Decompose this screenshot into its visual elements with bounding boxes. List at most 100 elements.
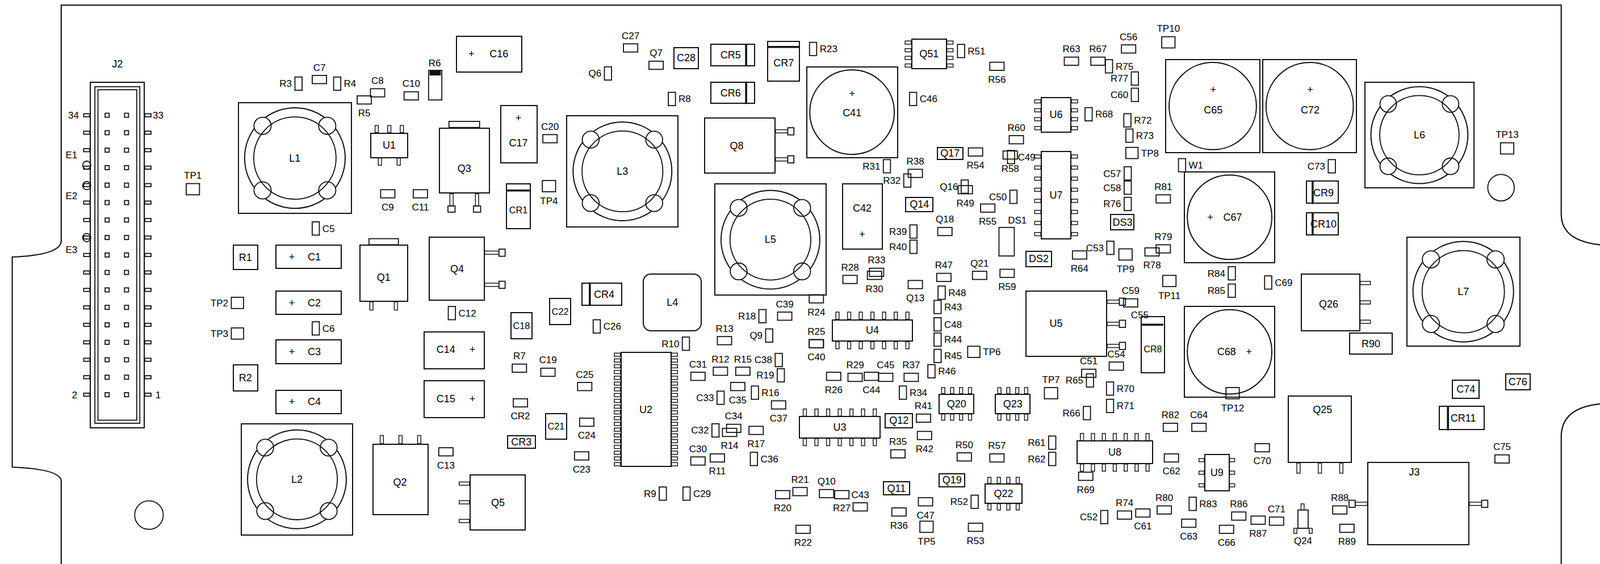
reference-designator: Q10 [817,476,836,487]
diode-band [744,81,748,105]
component-pin [987,477,992,484]
component-outline: CR5 [710,43,756,67]
header-lead [144,131,152,134]
component-outline: L7 [1406,236,1521,347]
component-outline: C15+ [423,380,485,418]
reference-designator: R57 [987,441,1006,451]
designator: L4 [666,297,678,308]
footprint [1123,299,1138,308]
reference-designator: C59 [1121,286,1140,296]
component-pin [905,312,910,320]
reference-designator: R79 [1154,231,1172,242]
component-pin [1229,483,1235,488]
reference-designator: TP9 [1116,264,1135,275]
footprint [1135,509,1150,518]
footprint [1106,241,1114,255]
footprint [1269,517,1284,526]
component-pin [671,370,678,375]
footprint [834,491,849,500]
component-pin [671,457,678,461]
designator: Q20 [947,399,967,410]
component-pin [905,56,912,60]
footprint [604,66,612,81]
component-pin [1034,117,1041,121]
component-outline: Q19 [938,473,966,488]
reference-designator: C70 [1253,456,1272,467]
footprint [1328,159,1336,173]
inductor-lobe [253,117,271,135]
designator: Q3 [457,163,472,174]
component-pin [671,399,678,404]
header-pin [124,165,129,170]
header-lead [144,253,152,257]
component-pin [1355,502,1368,506]
component-pin [861,409,865,417]
reference-designator: R44 [944,334,962,345]
header-pin [124,357,129,362]
footprint [937,227,953,236]
footprint [957,44,965,58]
footprint [899,386,907,400]
component-pin [369,302,374,311]
designator: + [468,48,475,60]
footprint [972,271,987,280]
footprint [1339,524,1355,533]
reference-designator: R74 [1115,498,1134,509]
footprint [957,453,972,462]
reference-designator: R48 [948,287,966,298]
footprint [933,333,942,347]
component-pin [1091,433,1095,442]
diode-band [588,282,592,307]
component-pin [1034,232,1041,237]
footprint [980,203,995,212]
component-pin [671,445,678,450]
component-pin [614,370,621,375]
component-pin [873,409,877,417]
designator: CR10 [1310,219,1337,230]
component-pin [614,416,621,421]
component-pin [671,428,678,432]
header-lead [144,358,152,362]
component-pin [870,341,875,350]
footprint [231,297,244,309]
component-pin [775,157,789,162]
inductor-winding [247,430,347,530]
component-outline: CR11 [1438,405,1485,431]
component-outline: C74 [1451,379,1480,400]
footprint [910,224,918,238]
reference-designator: C37 [769,413,788,423]
component-pin [1309,528,1313,534]
component-outline: C14+ [423,331,485,370]
reference-designator: C25 [575,369,594,380]
header-pin [124,305,129,310]
component-pin [671,382,678,386]
footprint [333,77,342,91]
resistor-body [428,70,442,100]
header-lead [83,131,90,134]
reference-designator: R77 [1110,73,1129,84]
reference-designator: R49 [956,198,975,208]
footprint [730,382,745,391]
footprint [1044,387,1058,400]
component-outline: L3 [566,115,679,228]
component-outline: +C72 [1262,59,1357,153]
capacitor-can [1266,62,1354,150]
footprint [312,222,320,236]
designator: CR5 [720,49,741,61]
reference-designator: C12 [458,308,477,318]
component-outline: CR7 [767,40,800,82]
reference-designator: R50 [955,440,974,450]
inductor-winding [1413,241,1514,342]
header-lead [144,393,152,397]
footprint [917,431,932,440]
designator: + [848,88,856,99]
reference-designator: Q21 [970,258,989,268]
reference-designator: R4 [344,78,357,89]
reference-designator: TP3 [210,328,229,339]
designator: CR7 [773,57,794,69]
footprint [968,148,983,157]
diode-band [505,189,531,192]
footprint [765,329,773,343]
header-pin [124,392,129,397]
reference-designator: R83 [1199,499,1217,509]
